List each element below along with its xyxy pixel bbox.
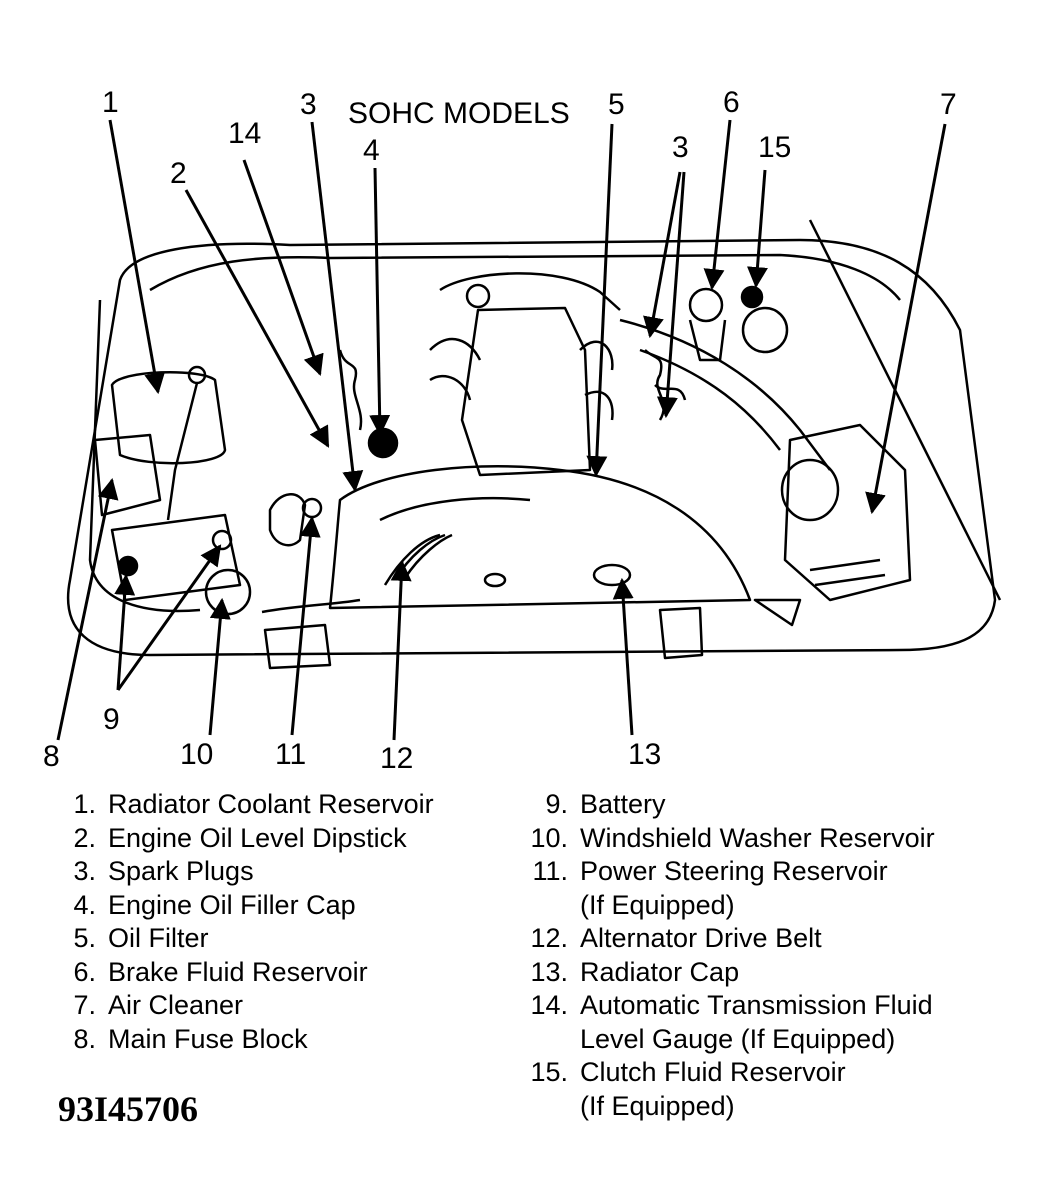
callout-4: 4 [363, 134, 380, 167]
legend-text: Radiator Coolant Reservoir [108, 789, 434, 819]
callout-7: 7 [940, 88, 957, 121]
legend-number: 10. [530, 822, 568, 853]
legend-number: 8. [73, 1023, 96, 1054]
callout-numbers: 1 2 3 3 4 5 6 7 8 9 10 11 12 13 14 15 [43, 86, 957, 775]
legend-item: 10. Windshield Washer Reservoir [500, 822, 935, 856]
legend-text: Clutch Fluid Reservoir [580, 1057, 846, 1087]
legend-text: Spark Plugs [108, 856, 254, 886]
callout-8: 8 [43, 740, 60, 773]
legend-item: 11. Power Steering Reservoir [500, 855, 935, 889]
legend-item: 14. Automatic Transmission Fluid [500, 989, 935, 1023]
callout-12: 12 [380, 742, 413, 775]
legend-number: 2. [73, 822, 96, 853]
callout-1: 1 [102, 86, 119, 119]
legend-text: Radiator Cap [580, 956, 740, 987]
legend-text: Main Fuse Block [108, 1023, 308, 1054]
callout-10: 10 [180, 738, 213, 771]
legend-text: Automatic Transmission Fluid [580, 990, 933, 1020]
legend-item: 5. Oil Filter [40, 922, 434, 956]
legend-number: 13. [530, 956, 568, 987]
engine-compartment-diagram: SOHC MODELS [43, 86, 1002, 775]
legend-item: 13. Radiator Cap [500, 956, 935, 990]
callout-15: 15 [758, 131, 791, 164]
legend-number: 7. [73, 990, 96, 1020]
legend-item: 8. Main Fuse Block [40, 1023, 434, 1057]
legend-right: 9. Battery 10. Windshield Washer Reservoir… [500, 788, 935, 1124]
legend-text: Air Cleaner [108, 990, 244, 1020]
legend-number: 4. [73, 889, 96, 920]
legend-text: Power Steering Reservoir [580, 856, 888, 886]
callout-14: 14 [228, 117, 261, 150]
callout-5: 5 [608, 88, 625, 121]
legend-item: 9. Battery [500, 788, 935, 822]
legend-text: Battery [580, 789, 666, 819]
legend-item: 1. Radiator Coolant Reservoir [40, 788, 434, 822]
legend-number: 12. [530, 923, 568, 953]
callout-3-right: 3 [672, 131, 689, 164]
legend-item: (If Equipped) [500, 889, 935, 923]
legend-number: 9. [545, 789, 568, 819]
figure-code: 93I45706 [58, 1089, 199, 1129]
callout-9: 9 [103, 703, 120, 736]
legend-text: Alternator Drive Belt [580, 923, 822, 953]
callout-leaders [56, 119, 947, 741]
legend-number: 3. [73, 856, 96, 886]
engine-bay-drawing [66, 219, 1002, 670]
legend-left: 1. Radiator Coolant Reservoir 2. Engine Oi… [40, 788, 434, 1057]
legend-item: 4. Engine Oil Filler Cap [40, 889, 434, 923]
legend-number [500, 1023, 568, 1057]
legend-number [500, 889, 568, 923]
callout-3-left: 3 [300, 88, 317, 121]
legend-number [500, 1090, 568, 1124]
legend-text: Windshield Washer Reservoir [580, 822, 935, 853]
legend-text: (If Equipped) [580, 889, 735, 920]
legend-text: Oil Filter [108, 923, 209, 953]
legend-text: Engine Oil Filler Cap [108, 889, 356, 920]
diagram-title: SOHC MODELS [348, 97, 570, 130]
legend-text: (If Equipped) [580, 1090, 735, 1121]
callout-6: 6 [723, 86, 740, 119]
legend-number: 14. [530, 990, 568, 1020]
legend-number: 11. [532, 856, 568, 886]
legend-number: 1. [73, 789, 96, 819]
legend-text: Engine Oil Level Dipstick [108, 822, 407, 853]
callout-2: 2 [170, 157, 187, 190]
legend-number: 15. [530, 1057, 568, 1087]
legend-text: Level Gauge (If Equipped) [580, 1023, 896, 1054]
legend-item: 7. Air Cleaner [40, 989, 434, 1023]
legend-text: Brake Fluid Reservoir [108, 956, 368, 987]
legend-number: 6. [73, 956, 96, 987]
legend-item: 3. Spark Plugs [40, 855, 434, 889]
callout-11: 11 [275, 738, 306, 771]
legend-item: 12. Alternator Drive Belt [500, 922, 935, 956]
legend-item: 2. Engine Oil Level Dipstick [40, 822, 434, 856]
legend-item: 15. Clutch Fluid Reservoir [500, 1056, 935, 1090]
callout-13: 13 [628, 738, 661, 771]
legend-item: (If Equipped) [500, 1090, 935, 1124]
legend-number: 5. [73, 923, 96, 953]
legend-item: 6. Brake Fluid Reservoir [40, 956, 434, 990]
legend-item: Level Gauge (If Equipped) [500, 1023, 935, 1057]
